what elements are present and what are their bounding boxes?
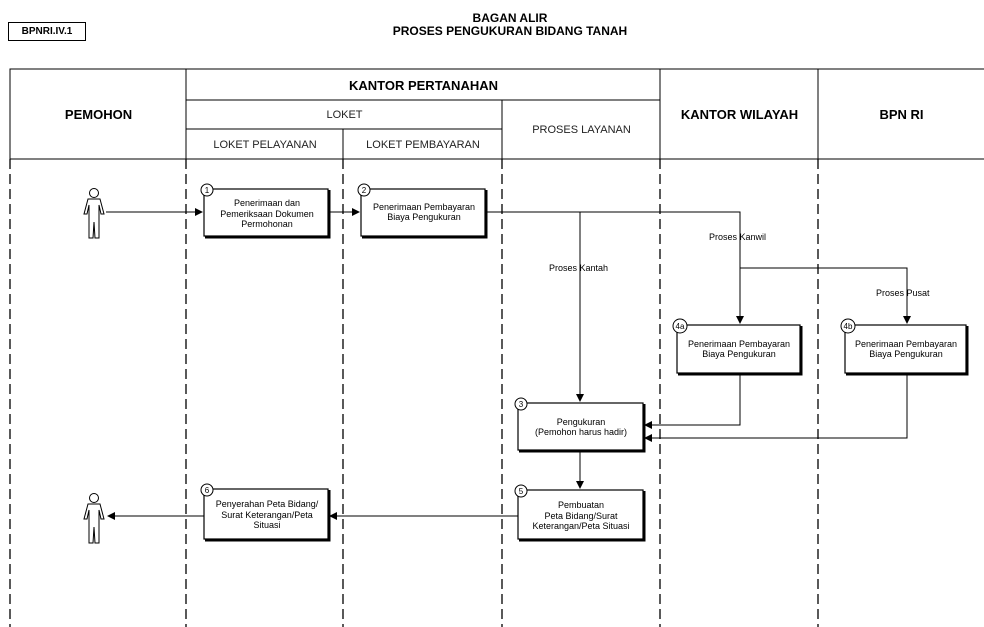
step-6-text: Penyerahan Peta Bidang/Surat Keterangan/… [215,499,319,531]
page-title: BAGAN ALIR [472,11,548,25]
flow-label-pusat: Proses Pusat [876,288,930,298]
person-icon-applicant-start [83,188,105,239]
lane-header-bpn-ri: BPN RI [879,107,924,122]
step-5-number: 5 [518,486,524,496]
step-3-number: 3 [518,399,524,409]
step-6-number: 6 [204,485,210,495]
step-5-box [517,489,644,540]
page-subtitle: PROSES PENGUKURAN BIDANG TANAH [392,24,628,38]
step-6-box [203,488,329,540]
step-3-box [517,402,644,451]
document-code: BPNRI.IV.1 [8,22,86,41]
step-1-box [203,188,329,237]
swimlane-dividers [9,159,819,627]
lane-header-proses-layanan: PROSES LAYANAN [532,124,631,136]
lane-header-pemohon: PEMOHON [64,107,133,122]
step-4a-number: 4a [675,321,685,331]
step-4b-number: 4b [843,321,853,331]
person-icon-applicant-end [83,493,105,544]
lane-header-loket-pembayaran: LOKET PEMBAYARAN [366,138,480,151]
flow-label-kantah: Proses Kantah [549,263,609,273]
step-1-number: 1 [204,185,210,195]
step-3-text: Pengukuran(Pemohon harus hadir) [534,416,628,438]
lane-header-kantor-pertanahan: KANTOR PERTANAHAN [348,77,499,93]
step-2-number: 2 [361,185,367,195]
lane-header-kantor-wilayah: KANTOR WILAYAH [680,107,799,122]
lane-header-loket: LOKET [326,109,363,121]
flow-label-kanwil: Proses Kanwil [709,232,767,242]
header-table-frame [9,68,984,160]
step-2-box [360,188,486,237]
lane-header-loket-pelayanan: LOKET PELAYANAN [213,138,317,151]
